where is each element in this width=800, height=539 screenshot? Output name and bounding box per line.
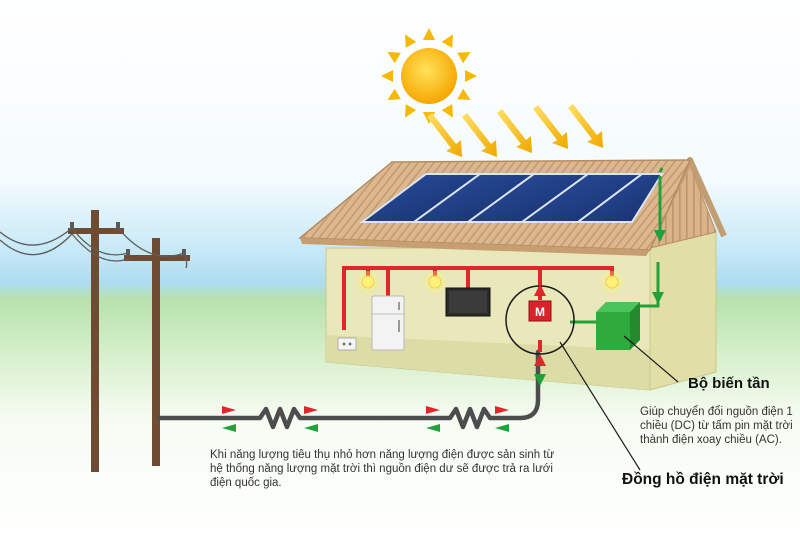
inverter-title: Bộ biến tần — [688, 375, 770, 392]
wall-outlet — [337, 337, 357, 351]
grid-connection-line — [157, 349, 541, 430]
sun-icon — [381, 28, 477, 124]
inverter-box — [596, 302, 640, 350]
inverter-description: Giúp chuyển đổi nguồn điện 1 chiều (DC) … — [640, 406, 793, 446]
light-bulbs — [357, 271, 623, 293]
callout-lines — [559, 335, 679, 471]
fridge — [371, 295, 405, 351]
meter-symbol: M — [535, 305, 545, 319]
solar-panels — [359, 173, 664, 223]
utility-poles — [68, 210, 190, 472]
overhead-wires — [0, 227, 188, 269]
meter-title: Đồng hồ điện mặt trời — [622, 471, 784, 488]
meter-flow-arrows — [534, 284, 546, 386]
grid-flow-arrows — [222, 406, 509, 432]
sunlight-arrows — [427, 104, 603, 157]
grid-note: Khi năng lượng tiêu thụ nhỏ hơn năng lượ… — [210, 449, 555, 489]
dc-arrows — [652, 230, 666, 304]
television — [445, 287, 491, 317]
